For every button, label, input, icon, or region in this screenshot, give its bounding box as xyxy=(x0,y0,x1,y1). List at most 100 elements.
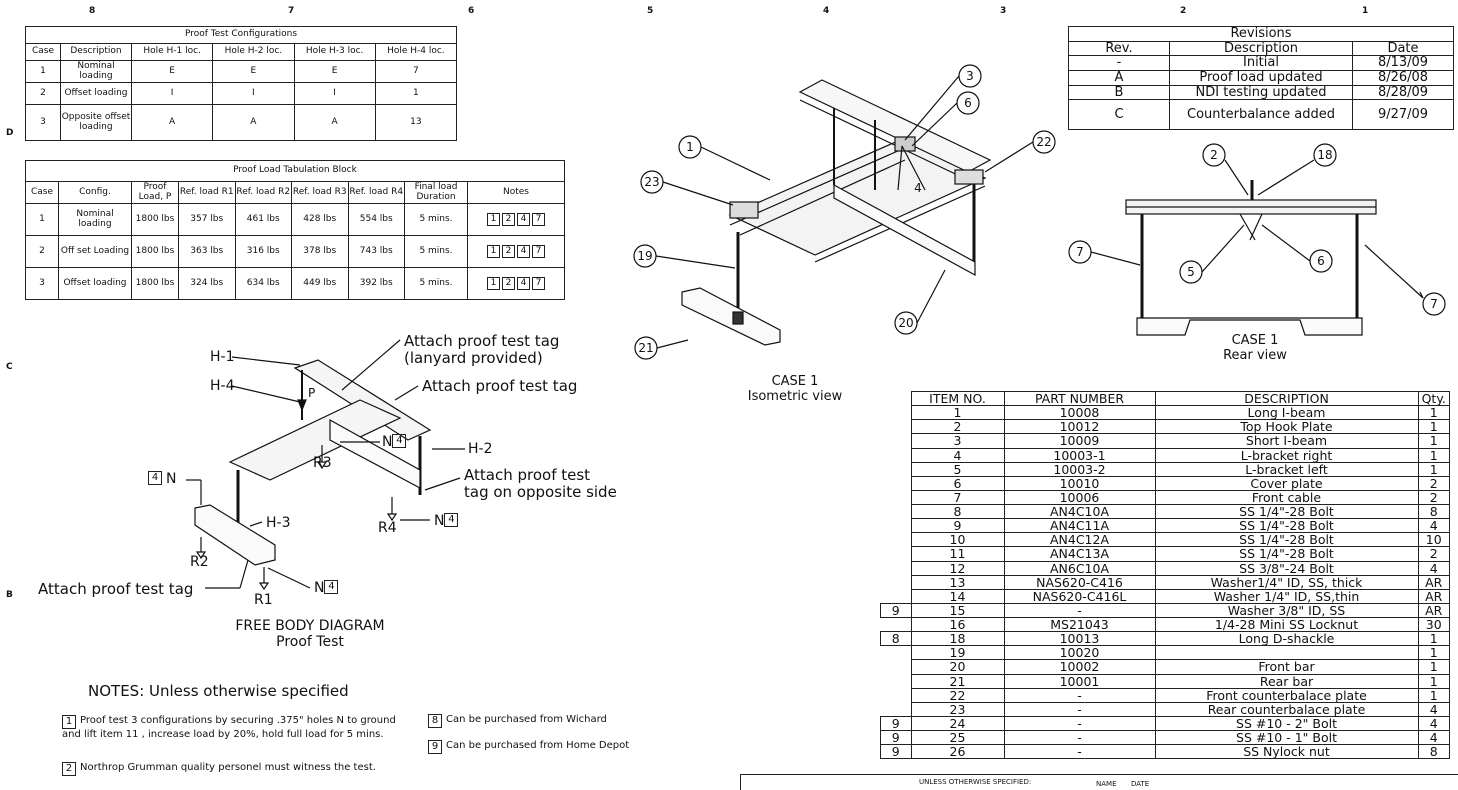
bom-qty: 8 xyxy=(1417,503,1450,520)
bom-item-no: 22 xyxy=(910,687,1005,703)
balloon-19: 19 xyxy=(637,249,652,263)
note-ref: 4 xyxy=(517,213,530,226)
zone-1: 1 xyxy=(1362,6,1369,16)
col-header: ITEM NO. xyxy=(910,390,1005,407)
bom-description: SS #10 - 1" Bolt xyxy=(1154,729,1419,746)
cell: 554 lbs xyxy=(347,203,405,236)
zone-3: 3 xyxy=(1000,6,1007,16)
note-num: 1 xyxy=(62,715,76,729)
bom-qty: 1 xyxy=(1417,631,1450,647)
iso-caption-line2: Isometric view xyxy=(747,389,843,404)
bom-qty: 10 xyxy=(1417,532,1450,548)
bom-qty: 1 xyxy=(1417,659,1450,675)
balloon-2: 2 xyxy=(1210,148,1218,162)
bom-part-number: 10001 xyxy=(1003,673,1156,689)
cell: A xyxy=(130,104,214,141)
cell: 363 lbs xyxy=(178,235,236,268)
balloon-18: 18 xyxy=(1317,148,1332,162)
fbd-label-h2: H-2 xyxy=(468,441,493,457)
cell: 5 mins. xyxy=(404,235,468,268)
balloon-5: 5 xyxy=(1187,265,1195,279)
balloon-4: 4 xyxy=(914,181,922,195)
rear-caption: CASE 1 Rear view xyxy=(1200,333,1310,363)
bom-qty: AR xyxy=(1417,588,1450,604)
bom-description: SS Nylock nut xyxy=(1154,744,1419,760)
col-header: PART NUMBER xyxy=(1003,390,1156,407)
fbd-n: N xyxy=(382,434,393,450)
bom-item-no: 24 xyxy=(910,715,1005,732)
fbd-tag-opp-1: Attach proof test xyxy=(464,466,591,484)
bom-item-no: 16 xyxy=(910,616,1005,633)
iso-balloons xyxy=(633,64,1056,360)
bom-qty: 1 xyxy=(1417,673,1450,689)
cell: 357 lbs xyxy=(178,203,236,236)
fbd-label-r4: R4 xyxy=(378,520,397,536)
cell: 8/28/09 xyxy=(1352,84,1454,101)
bom-qty: 1 xyxy=(1417,433,1450,449)
bom-item-no: 9 xyxy=(910,518,1005,534)
cell: 1800 lbs xyxy=(131,267,179,300)
zone-c: C xyxy=(6,362,13,372)
rear-balloons xyxy=(1068,143,1446,316)
fbd-tag-top: Attach proof test tag xyxy=(422,377,578,395)
fbd-n: N xyxy=(314,580,325,596)
cell: C xyxy=(1068,99,1170,131)
iso-caption: CASE 1 Isometric view xyxy=(740,374,850,404)
col-header: DESCRIPTION xyxy=(1154,390,1419,407)
note-ref-4: 4 xyxy=(148,471,162,485)
fbd-caption: FREE BODY DIAGRAM Proof Test xyxy=(220,618,400,650)
bom-item-no: 19 xyxy=(910,645,1005,661)
note-ref: 7 xyxy=(532,213,545,226)
bom-qty: 1 xyxy=(1417,687,1450,703)
cell: Nominal loading xyxy=(58,203,132,236)
balloon-1: 1 xyxy=(686,140,694,154)
balloon-6-rear: 6 xyxy=(1317,254,1325,268)
bom-description: Front cable xyxy=(1154,489,1419,506)
bom-item-no: 25 xyxy=(910,729,1005,746)
bom-description: L-bracket right xyxy=(1154,447,1419,463)
cell: Counterbalance added xyxy=(1169,99,1353,131)
fbd-drawing xyxy=(186,339,465,591)
bom-part-number: AN4C12A xyxy=(1003,532,1156,548)
cell: 1 xyxy=(25,203,59,236)
bom-qty: 30 xyxy=(1417,616,1450,633)
bom-qty: 4 xyxy=(1417,715,1450,732)
bom-item-no: 12 xyxy=(910,560,1005,576)
bom-description: L-bracket left xyxy=(1154,461,1419,477)
cell: 324 lbs xyxy=(178,267,236,300)
bom-qty: 4 xyxy=(1417,701,1450,717)
bom-qty: 4 xyxy=(1417,518,1450,534)
col-header: Qty. xyxy=(1417,390,1450,407)
bom-description: Washer1/4" ID, SS, thick xyxy=(1154,574,1419,590)
bom-qty: 2 xyxy=(1417,489,1450,506)
zone-d: D xyxy=(6,128,14,138)
bom-item-no: 11 xyxy=(910,546,1005,562)
bom-description: SS 1/4"-28 Bolt xyxy=(1154,532,1419,548)
fbd-label-p: P xyxy=(308,386,316,400)
bom-item-no: 10 xyxy=(910,532,1005,548)
notes-title: NOTES: Unless otherwise specified xyxy=(88,682,349,700)
balloon-21: 21 xyxy=(638,341,653,355)
note-ref: 4 xyxy=(517,245,530,258)
zone-4: 4 xyxy=(823,6,830,16)
fbd-n: N xyxy=(434,513,445,529)
cell: 3 xyxy=(25,104,61,141)
note-ref-4: 4 xyxy=(324,580,339,594)
bom-part-number: 10010 xyxy=(1003,475,1156,491)
bom-part-number: 10020 xyxy=(1003,645,1156,661)
fbd-tag-opp-2: tag on opposite side xyxy=(464,483,617,501)
